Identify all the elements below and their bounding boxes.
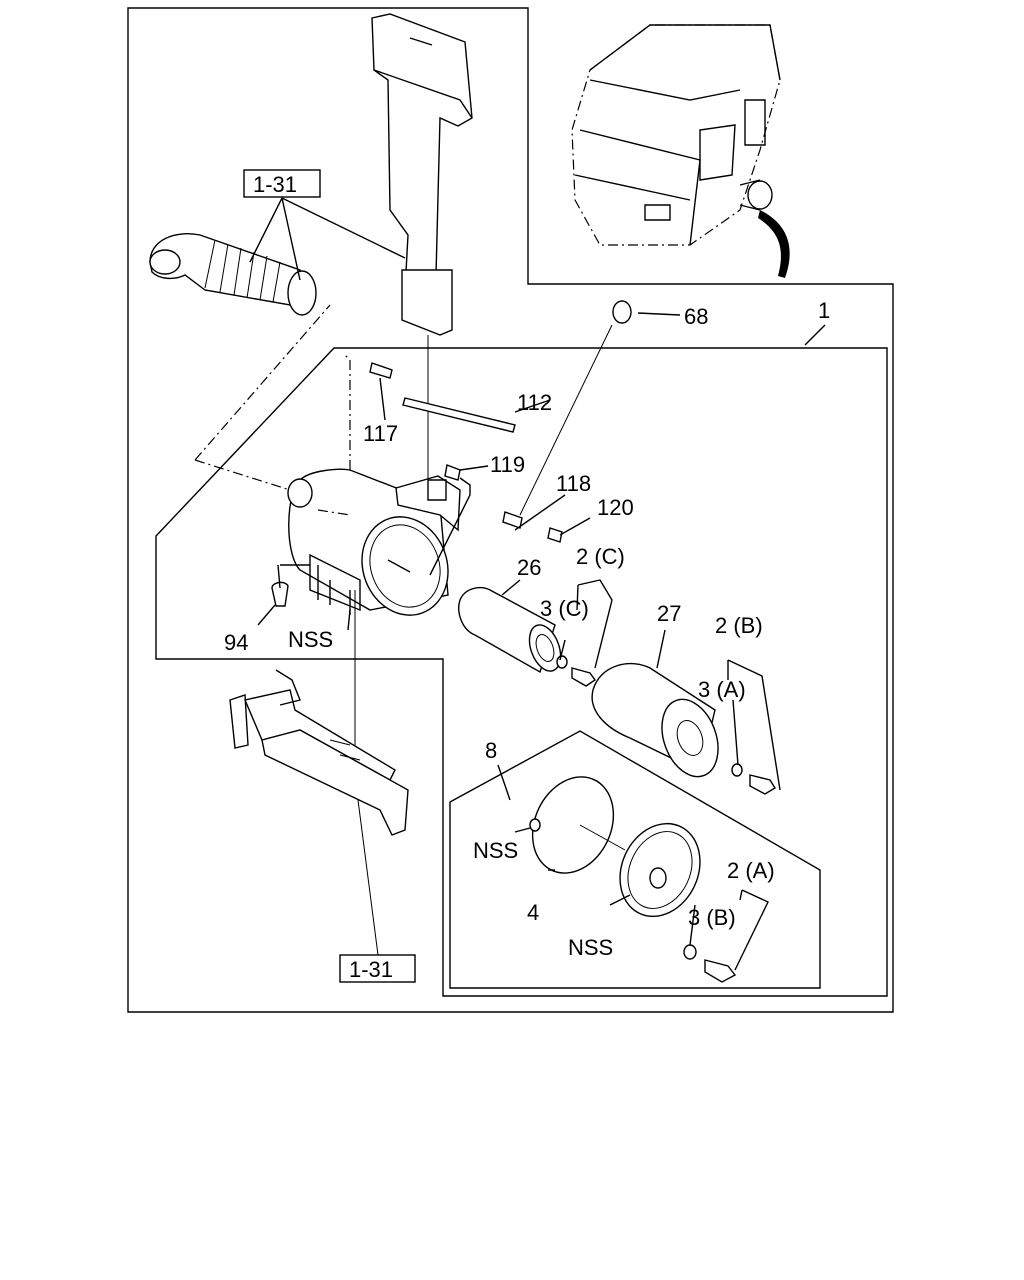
callout-119: 119 <box>490 452 525 477</box>
leader-lines <box>249 197 826 971</box>
callout-nss-cover: NSS <box>568 935 613 960</box>
truck-cab-illustration <box>571 24 790 278</box>
cover-assembly <box>529 776 701 918</box>
callout-112: 112 <box>517 390 552 415</box>
callout-2b: 2 (B) <box>715 613 763 638</box>
callout-27: 27 <box>657 601 681 626</box>
callout-2a: 2 (A) <box>727 858 775 883</box>
callout-4: 4 <box>527 900 539 925</box>
callout-1: 1 <box>818 298 830 323</box>
callout-117: 117 <box>363 421 398 446</box>
hardware <box>271 300 776 983</box>
callout-26: 26 <box>517 555 541 580</box>
callout-68: 68 <box>684 304 708 329</box>
reference-label-bottom: 1-31 <box>349 957 393 982</box>
callout-3a: 3 (A) <box>698 677 746 702</box>
air-cleaner-housing <box>287 354 461 790</box>
outer-element <box>591 663 719 778</box>
kit-frame <box>449 730 821 989</box>
mounting-bracket <box>229 669 409 956</box>
callout-3b: 3 (B) <box>688 905 736 930</box>
corrugated-hose <box>149 233 331 491</box>
outer-frame <box>127 7 894 1013</box>
callout-2c: 2 (C) <box>576 544 625 569</box>
inner-element <box>458 587 562 674</box>
callout-nss-housing: NSS <box>288 627 333 652</box>
callout-120: 120 <box>597 495 634 520</box>
callout-8: 8 <box>485 738 497 763</box>
location-arrow <box>758 210 790 278</box>
callout-3c: 3 (C) <box>540 596 589 621</box>
callout-118: 118 <box>556 471 591 496</box>
reference-box-top: 1-31 <box>243 169 321 198</box>
reference-box-bottom: 1-31 <box>339 954 416 983</box>
callout-94: 94 <box>224 630 248 655</box>
assembly-frame <box>155 347 888 997</box>
reference-label-top: 1-31 <box>253 172 297 197</box>
snorkel-duct <box>371 13 473 480</box>
callout-nss-kit: NSS <box>473 838 518 863</box>
